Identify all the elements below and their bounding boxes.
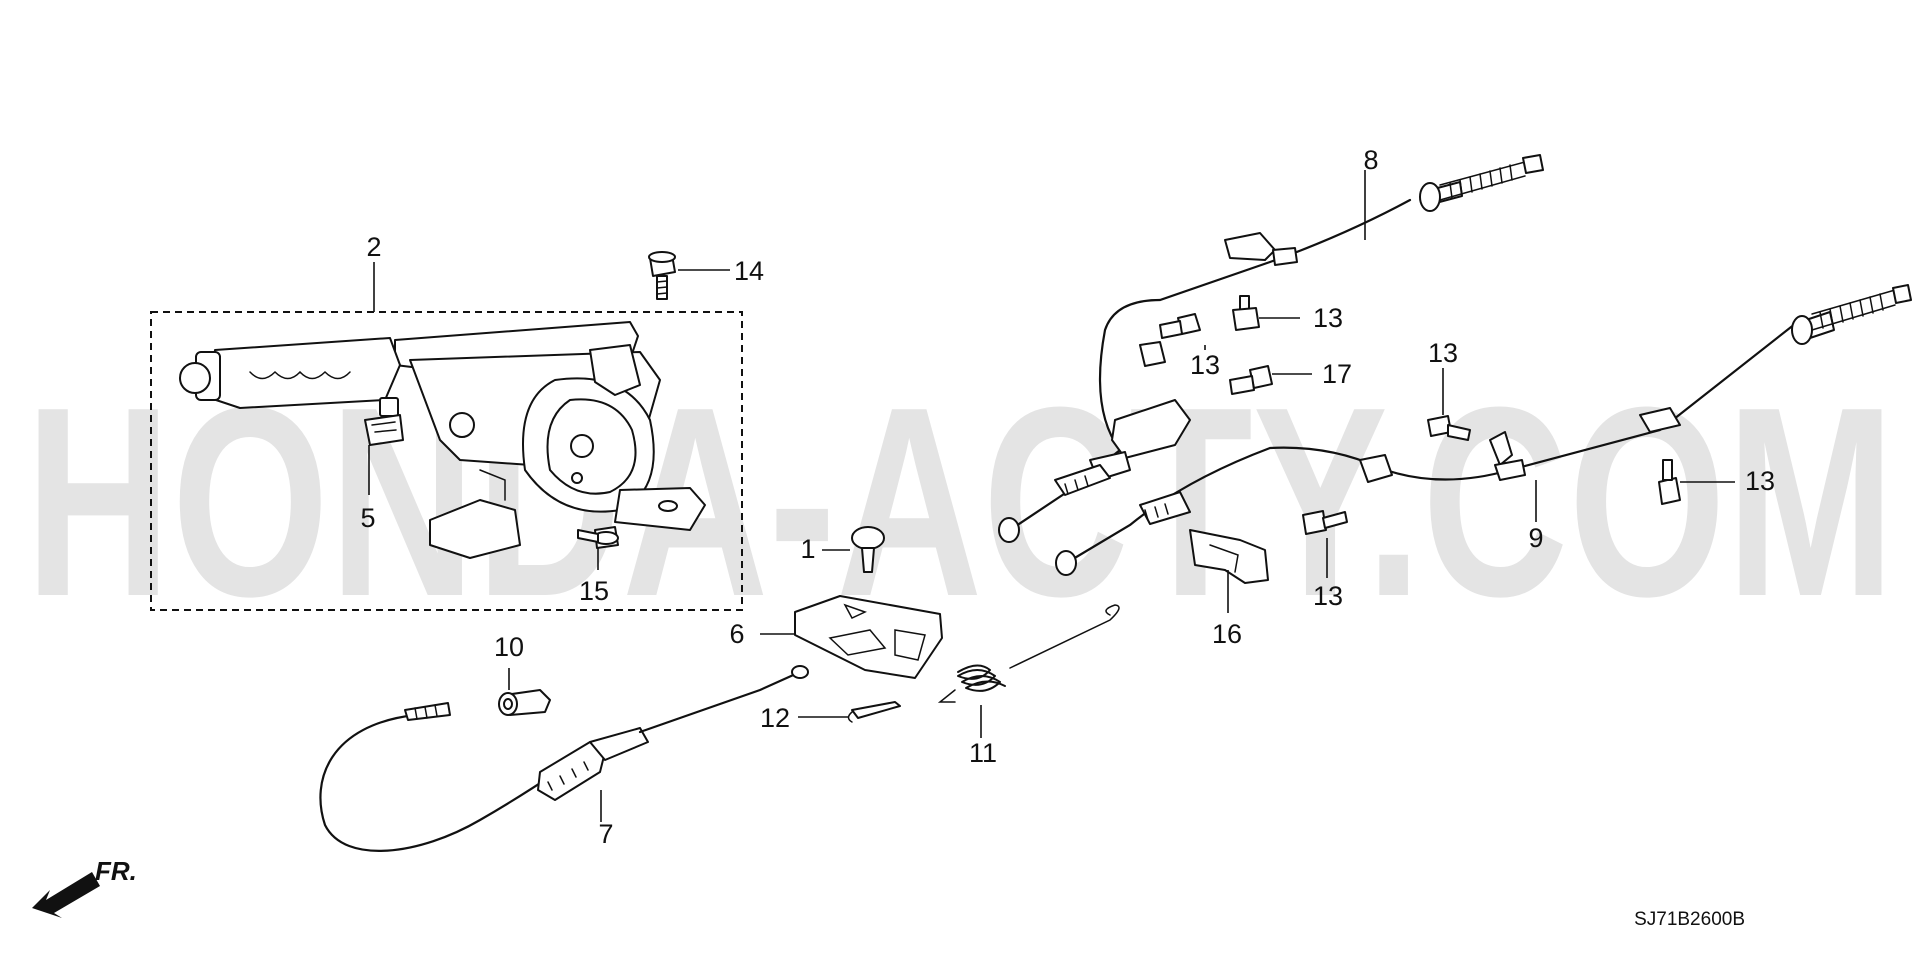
callout-1: 1	[800, 534, 815, 564]
callout-5: 5	[360, 503, 375, 533]
bolt-13d[interactable]	[1658, 459, 1735, 505]
callout-16: 16	[1212, 619, 1242, 649]
bolt-13c[interactable]	[1427, 368, 1471, 441]
callout-13-b: 13	[1313, 303, 1343, 333]
front-direction-arrow: FR.	[32, 856, 137, 918]
bolt-13e[interactable]	[1302, 510, 1348, 578]
callout-9: 9	[1528, 523, 1543, 553]
callout-2: 2	[366, 232, 381, 262]
diagram-code: SJ71B2600B	[1634, 909, 1745, 930]
rear-brake-cable-9[interactable]	[1055, 284, 1912, 576]
callout-10: 10	[494, 632, 524, 662]
callout-13-a: 13	[1190, 350, 1220, 380]
cable-end-fitting-10[interactable]	[498, 668, 551, 716]
callout-14: 14	[734, 256, 764, 286]
front-brake-cable-7[interactable]	[319, 665, 809, 852]
callout-6: 6	[729, 619, 744, 649]
pin-12[interactable]	[798, 701, 901, 723]
rear-brake-cable-8[interactable]	[998, 154, 1544, 543]
callout-11: 11	[969, 738, 997, 768]
bolt-13b[interactable]	[1232, 295, 1300, 331]
callout-13-d: 13	[1745, 466, 1775, 496]
bolt-15[interactable]	[577, 526, 619, 570]
callout-8: 8	[1363, 145, 1378, 175]
callout-13-e: 13	[1313, 581, 1343, 611]
parking-brake-switch[interactable]	[364, 397, 404, 495]
parking-brake-lever[interactable]	[179, 321, 706, 559]
bolt-14[interactable]	[648, 251, 730, 300]
callout-7: 7	[598, 819, 613, 849]
cable-clamp-16[interactable]	[1189, 529, 1269, 613]
callout-15: 15	[579, 576, 609, 606]
callout-labels: 2 14 5 15 1 6 10 12 11 7 8 13 13 17 13 1…	[360, 145, 1775, 849]
equalizer-bracket[interactable]	[760, 595, 943, 679]
callout-13-c: 13	[1428, 338, 1458, 368]
return-spring-11[interactable]	[937, 604, 1120, 738]
bolt-13a[interactable]	[1159, 313, 1206, 350]
clip-1[interactable]	[822, 526, 885, 573]
callout-12: 12	[760, 703, 790, 733]
callout-17: 17	[1322, 359, 1352, 389]
bolt-17[interactable]	[1229, 365, 1312, 395]
direction-label: FR.	[95, 856, 137, 886]
